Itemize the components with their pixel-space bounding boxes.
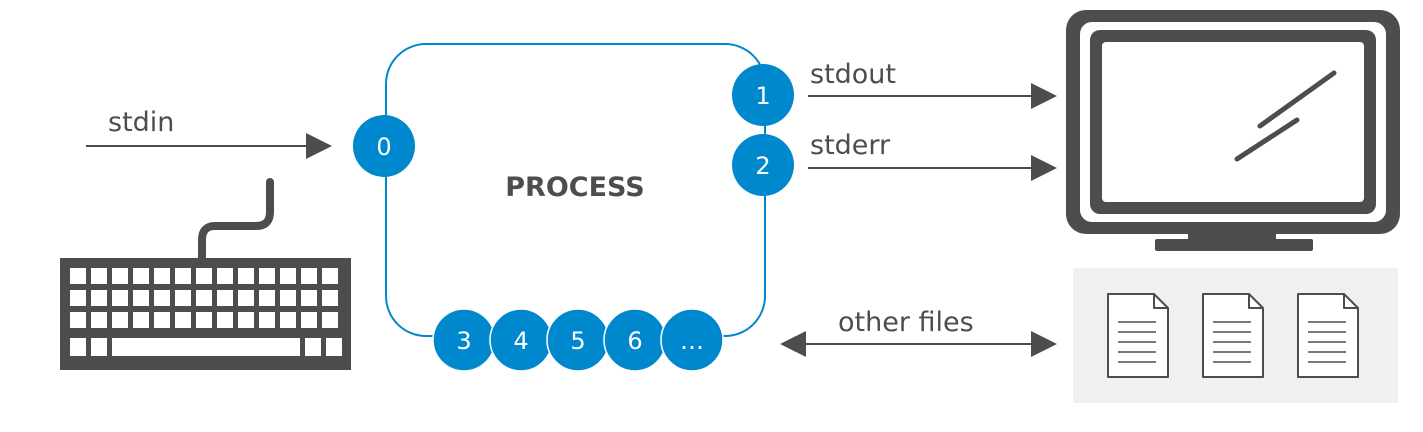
monitor-icon — [1066, 10, 1400, 251]
fd-3-badge: 3 — [432, 308, 496, 372]
svg-text:6: 6 — [627, 327, 642, 355]
keyboard-key — [238, 312, 254, 328]
svg-text:0: 0 — [376, 133, 391, 161]
keyboard-key — [259, 290, 275, 306]
keyboard-key — [154, 290, 170, 306]
keyboard-key — [175, 268, 191, 284]
stdout-label: stdout — [810, 59, 896, 90]
svg-text:2: 2 — [755, 152, 770, 180]
keyboard-key — [217, 290, 233, 306]
keyboard-key — [322, 268, 338, 284]
fd-0-badge: 0 — [353, 115, 415, 177]
keyboard-key — [175, 290, 191, 306]
process-label: PROCESS — [505, 172, 644, 203]
svg-text:1: 1 — [755, 82, 770, 110]
document-icon — [1297, 293, 1359, 378]
keyboard-key — [70, 290, 86, 306]
fd-2-badge: 2 — [732, 134, 794, 196]
keyboard-key — [196, 312, 212, 328]
stderr-arrow — [808, 155, 1057, 181]
keyboard-key — [154, 312, 170, 328]
document-icon — [1202, 293, 1264, 378]
keyboard-key — [259, 268, 275, 284]
keyboard-key — [301, 290, 317, 306]
stdin-arrow — [86, 133, 332, 159]
svg-text:5: 5 — [570, 327, 585, 355]
keyboard-key — [322, 290, 338, 306]
keyboard-key — [326, 338, 342, 356]
keyboard-key — [154, 268, 170, 284]
keyboard-key — [196, 268, 212, 284]
svg-text:…: … — [680, 327, 704, 355]
fd-6-badge: 6 — [603, 308, 667, 372]
fd-4-badge: 4 — [489, 308, 553, 372]
keyboard-key — [217, 312, 233, 328]
keyboard-key — [91, 312, 107, 328]
other-files-label: other files — [838, 307, 974, 338]
keyboard-key — [91, 290, 107, 306]
fd-more-badge: … — [660, 308, 724, 372]
keyboard-key — [301, 312, 317, 328]
keyboard-key — [322, 312, 338, 328]
keyboard-key — [112, 268, 128, 284]
keyboard-key — [280, 268, 296, 284]
keyboard-key — [217, 268, 233, 284]
keyboard-key — [280, 312, 296, 328]
keyboard-key — [133, 312, 149, 328]
keyboard-key — [133, 268, 149, 284]
keyboard-key — [238, 290, 254, 306]
stdin-label: stdin — [108, 107, 174, 138]
keyboard-key — [175, 312, 191, 328]
keyboard-icon — [60, 178, 351, 370]
stdout-arrow — [808, 83, 1057, 109]
keyboard-key — [280, 290, 296, 306]
keyboard-key — [305, 338, 321, 356]
other-files-arrow — [780, 331, 1057, 357]
fd-1-badge: 1 — [732, 64, 794, 126]
keyboard-key — [133, 290, 149, 306]
svg-text:3: 3 — [456, 327, 471, 355]
keyboard-key — [112, 290, 128, 306]
keyboard-key — [238, 268, 254, 284]
fd-5-badge: 5 — [546, 308, 610, 372]
keyboard-key — [91, 338, 107, 356]
svg-text:4: 4 — [513, 327, 528, 355]
keyboard-key — [301, 268, 317, 284]
keyboard-key — [91, 268, 107, 284]
stderr-label: stderr — [810, 130, 891, 161]
keyboard-key — [112, 312, 128, 328]
document-icon — [1107, 293, 1169, 378]
keyboard-spacebar — [112, 338, 300, 356]
keyboard-key — [70, 268, 86, 284]
keyboard-key — [259, 312, 275, 328]
keyboard-key — [196, 290, 212, 306]
keyboard-key — [70, 312, 86, 328]
keyboard-key — [70, 338, 86, 356]
